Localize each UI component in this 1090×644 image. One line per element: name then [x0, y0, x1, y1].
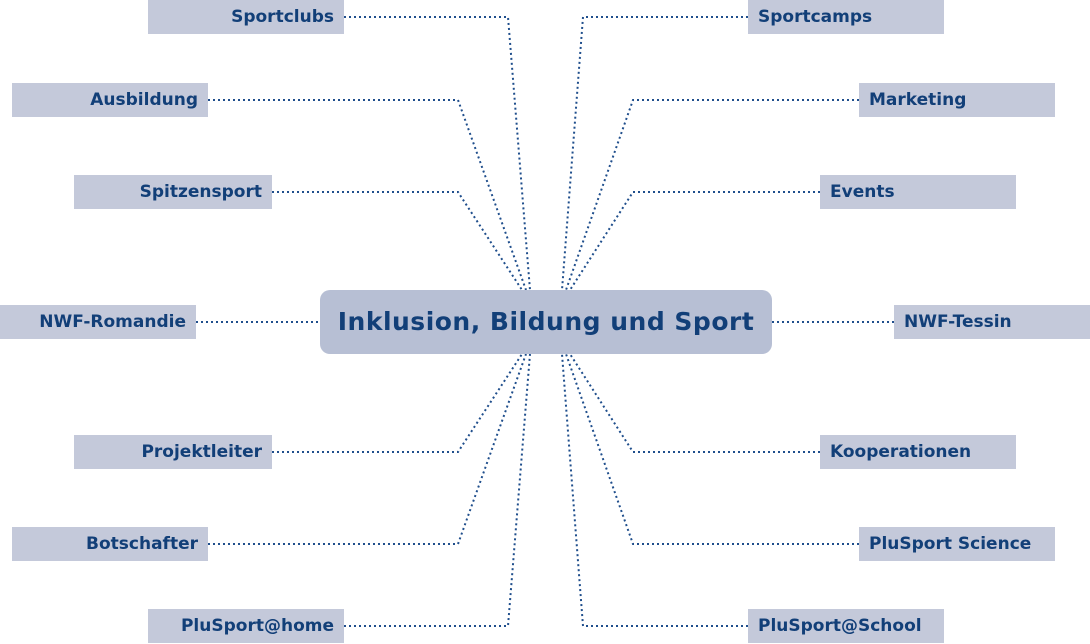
- node-events: Events: [820, 175, 1016, 209]
- node-plusport-school: PluSport@School: [748, 609, 944, 643]
- node-label: Spitzensport: [139, 182, 262, 202]
- node-sportclubs: Sportclubs: [148, 0, 344, 34]
- node-plusport-home: PluSport@home: [148, 609, 344, 643]
- connector-sportclubs: [344, 16, 531, 291]
- connector-ausbildung: [208, 99, 527, 291]
- node-label: Ausbildung: [90, 90, 198, 110]
- connector-events: [569, 191, 820, 291]
- node-ausbildung: Ausbildung: [12, 83, 208, 117]
- node-label: PluSport@School: [758, 616, 922, 636]
- node-label: PluSport@home: [180, 616, 334, 636]
- node-sportcamps: Sportcamps: [748, 0, 944, 34]
- connector-kooperationen: [569, 353, 820, 453]
- node-label: Sportclubs: [231, 7, 334, 27]
- connector-botschafter: [208, 353, 527, 545]
- connector-sportcamps: [561, 16, 748, 291]
- connector-plusport-home: [344, 353, 531, 627]
- connector-marketing: [565, 99, 859, 291]
- node-nwf-tessin: NWF-Tessin: [894, 305, 1090, 339]
- node-botschafter: Botschafter: [12, 527, 208, 561]
- node-spitzensport: Spitzensport: [74, 175, 272, 209]
- node-label: Botschafter: [86, 534, 198, 554]
- node-label: PluSport Science: [869, 534, 1032, 554]
- node-plusport-science: PluSport Science: [859, 527, 1055, 561]
- node-label: NWF-Tessin: [904, 312, 1012, 332]
- node-projektleiter: Projektleiter: [74, 435, 272, 469]
- node-label: Events: [830, 182, 895, 202]
- node-nwf-romandie: NWF-Romandie: [0, 305, 196, 339]
- node-label: Kooperationen: [830, 442, 972, 462]
- node-label: NWF-Romandie: [39, 312, 186, 332]
- node-label: Sportcamps: [758, 7, 873, 27]
- node-kooperationen: Kooperationen: [820, 435, 1016, 469]
- connector-spitzensport: [272, 191, 523, 291]
- center-node: Inklusion, Bildung und Sport: [320, 290, 772, 354]
- connector-plusport-science: [565, 353, 859, 545]
- connector-projektleiter: [272, 353, 523, 453]
- node-label: Projektleiter: [141, 442, 262, 462]
- node-marketing: Marketing: [859, 83, 1055, 117]
- center-node-label: Inklusion, Bildung und Sport: [337, 307, 755, 336]
- node-label: Marketing: [869, 90, 967, 110]
- connector-plusport-school: [561, 353, 748, 627]
